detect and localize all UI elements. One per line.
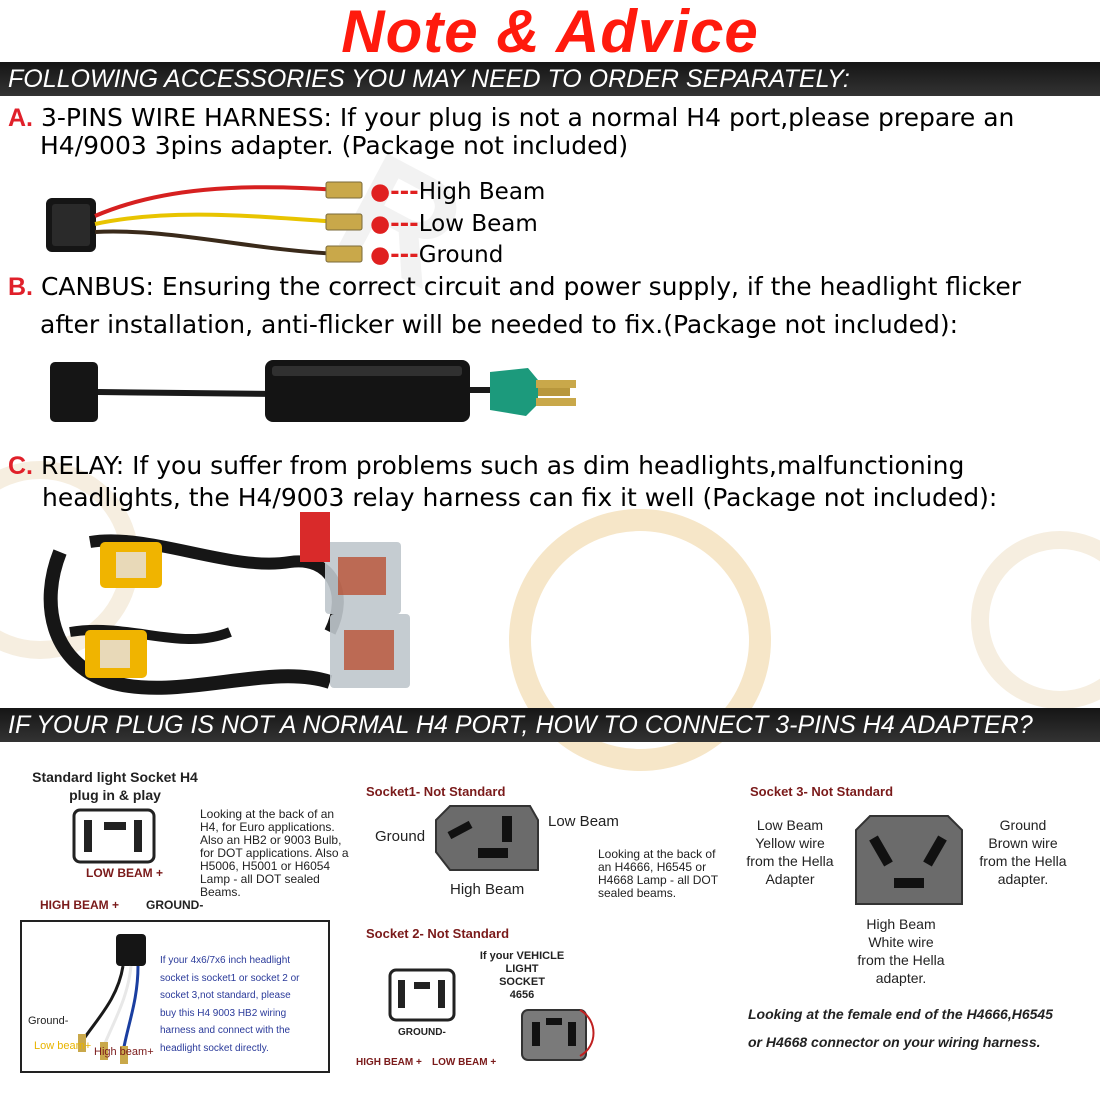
page-title: Note & Advice — [341, 0, 759, 65]
socket1-low-beam-label: Low Beam — [548, 813, 619, 830]
canbus-decoder-image — [50, 360, 576, 422]
connection-banner: IF YOUR PLUG IS NOT A NORMAL H4 PORT, HO… — [0, 708, 1100, 742]
section-a-line1: A. 3-PINS WIRE HARNESS: If your plug is … — [8, 103, 1014, 133]
section-a-line2: H4/9003 3pins adapter. (Package not incl… — [40, 131, 629, 160]
socket2-high-beam-label: HIGH BEAM + — [356, 1057, 422, 1068]
socket2-title: Socket 2- Not Standard — [366, 926, 510, 941]
section-b-text: CANBUS: Ensuring the correct circuit and… — [40, 272, 1022, 301]
accessories-banner: FOLLOWING ACCESSORIES YOU MAY NEED TO OR… — [0, 62, 1100, 96]
callout-high-beam: ●---High Beam — [370, 179, 546, 205]
socket1-title: Socket1- Not Standard — [366, 784, 506, 799]
callout-low-beam: ●---Low Beam — [370, 211, 538, 237]
socket1-diagram — [435, 805, 539, 871]
socket1-ground-label: Ground — [375, 828, 426, 845]
three-pin-harness-image — [46, 181, 363, 263]
section-b-letter: B. — [8, 273, 33, 301]
adapter-harness-image — [78, 934, 146, 1064]
socket3-diagram — [855, 815, 963, 905]
section-c-letter: C. — [8, 452, 33, 480]
standard-ground-label: GROUND- — [146, 898, 204, 912]
socket2-diagram — [388, 968, 456, 1022]
section-c-line2: headlights, the H4/9003 relay harness ca… — [42, 483, 998, 512]
standard-high-beam-label: HIGH BEAM + — [40, 898, 120, 912]
standard-low-beam-label: LOW BEAM + — [86, 866, 163, 880]
footer-note: Looking at the female end of the H4666,H… — [748, 1006, 1053, 1050]
section-c-line1: C. RELAY: If you suffer from problems su… — [8, 451, 964, 481]
standard-socket-heading: Standard light Socket H4 plug in & play — [32, 769, 198, 803]
socket2-low-beam-label: LOW BEAM + — [432, 1057, 497, 1068]
section-a-text: 3-PINS WIRE HARNESS: If your plug is not… — [40, 103, 1015, 132]
section-b-line1: B. CANBUS: Ensuring the correct circuit … — [8, 272, 1021, 302]
section-a-letter: A. — [8, 104, 33, 132]
callout-ground: ●---Ground — [370, 242, 504, 268]
socket3-title: Socket 3- Not Standard — [750, 784, 894, 799]
socket1-high-beam-label: High Beam — [450, 881, 525, 898]
socket2-ground-label: GROUND- — [398, 1027, 446, 1038]
adapter-low-beam-label: Low beam+ — [34, 1040, 92, 1052]
standard-socket-diagram — [72, 808, 156, 864]
adapter-ground-label: Ground- — [28, 1015, 69, 1027]
socket2-vehicle-diagram — [521, 1009, 595, 1061]
section-b-line2: after installation, anti-flicker will be… — [40, 310, 959, 339]
adapter-harness-box — [20, 920, 330, 1073]
section-c-text: RELAY: If you suffer from problems such … — [40, 451, 965, 480]
adapter-high-beam-label: High beam+ — [94, 1046, 154, 1058]
relay-harness-image — [43, 512, 410, 695]
